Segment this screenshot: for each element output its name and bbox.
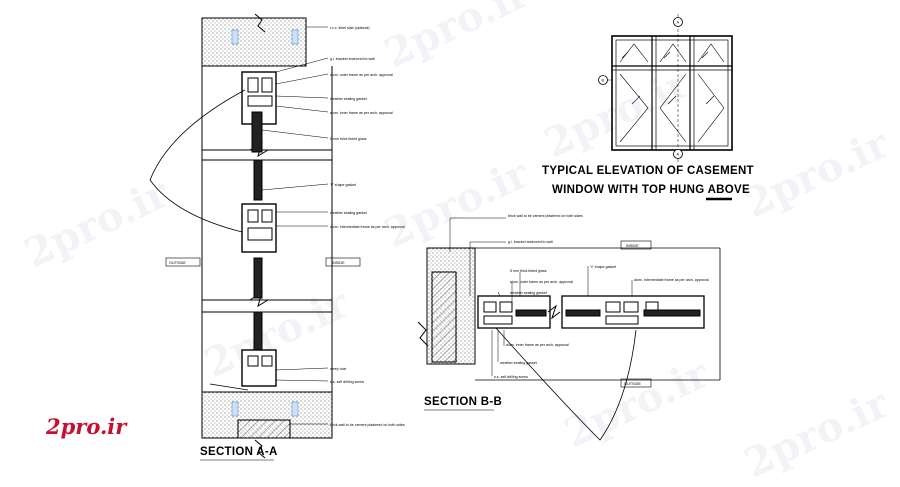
section-bb-title: SECTION B-B (424, 396, 503, 408)
elevation-title-line1: TYPICAL ELEVATION OF CASEMENT (542, 165, 754, 177)
bb-note-7: weather sealing gasket (500, 361, 537, 365)
brand-logo-text: 2pro.ir (46, 414, 127, 439)
bb-note-5: weather sealing gasket (510, 291, 547, 295)
bb-note-4: alum. outer frame as per arch. approval (510, 280, 573, 284)
cad-drawing-sheet: r.c.c. lintel slab (optional) g.i. brack… (149, 13, 733, 461)
marker-b: B (602, 79, 605, 83)
elevation-title-line2: WINDOW WITH TOP HUNG ABOVE (552, 184, 750, 196)
aa-note-11: s.s. self drilling screw (330, 380, 364, 384)
aa-note-1: r.c.c. lintel slab (optional) (330, 26, 370, 30)
aa-note-6: 5 mm thick tinted glass (330, 137, 367, 141)
aa-note-5: alum. inner frame as per arch. approval (330, 111, 393, 115)
bb-note-6: alum. inner frame as per arch. approval (506, 343, 569, 347)
aa-outer-frame-bottom (241, 349, 277, 387)
elevation-markers: A A B (602, 21, 680, 157)
aa-note-3: alum. outer frame as per arch. approval (330, 73, 393, 77)
aa-note-12: brick wall to be cement plastered on bot… (330, 423, 405, 427)
bb-note-9: 'V' shape gasket (590, 265, 616, 269)
bb-note-10: alum. intermediate frame as per arch. ap… (634, 278, 709, 282)
aa-note-10: weep hole (330, 367, 346, 371)
bb-note-3: 5 mm thick tinted glass (510, 269, 547, 273)
casement-elevation (598, 14, 733, 162)
section-aa-title: SECTION A-A (200, 446, 278, 458)
aa-note-2: g.i. bracket anchored to wall (330, 57, 375, 61)
section-aa-notes: r.c.c. lintel slab (optional) g.i. brack… (169, 26, 405, 427)
aa-outside-label: OUTSIDE (169, 261, 186, 265)
section-bb-notes: brick wall to be cement plastered on bot… (494, 214, 709, 386)
section-aa-drawing (149, 13, 361, 459)
bb-inside-label: INSIDE (626, 244, 639, 248)
marker-a-top: A (677, 21, 680, 25)
bb-note-8: s.s. self drilling screw (494, 375, 528, 379)
aa-note-7: 'V' shape gasket (330, 183, 356, 187)
marker-a-bottom: A (677, 153, 680, 157)
bb-note-1: brick wall to be cement plastered on bot… (508, 214, 583, 218)
wall-top-lintel (201, 17, 307, 67)
aa-inside-label: INSIDE (332, 261, 345, 265)
section-bb-drawing (417, 217, 721, 441)
bb-outside-label: OUTSIDE (624, 382, 641, 386)
aa-note-4: weather sealing gasket (330, 97, 367, 101)
bb-note-2: g.i. bracket anchored to wall (508, 240, 553, 244)
aa-note-9: alum. intermediate frame as per arch. ap… (330, 225, 405, 229)
aa-note-8: weather sealing gasket (330, 211, 367, 215)
